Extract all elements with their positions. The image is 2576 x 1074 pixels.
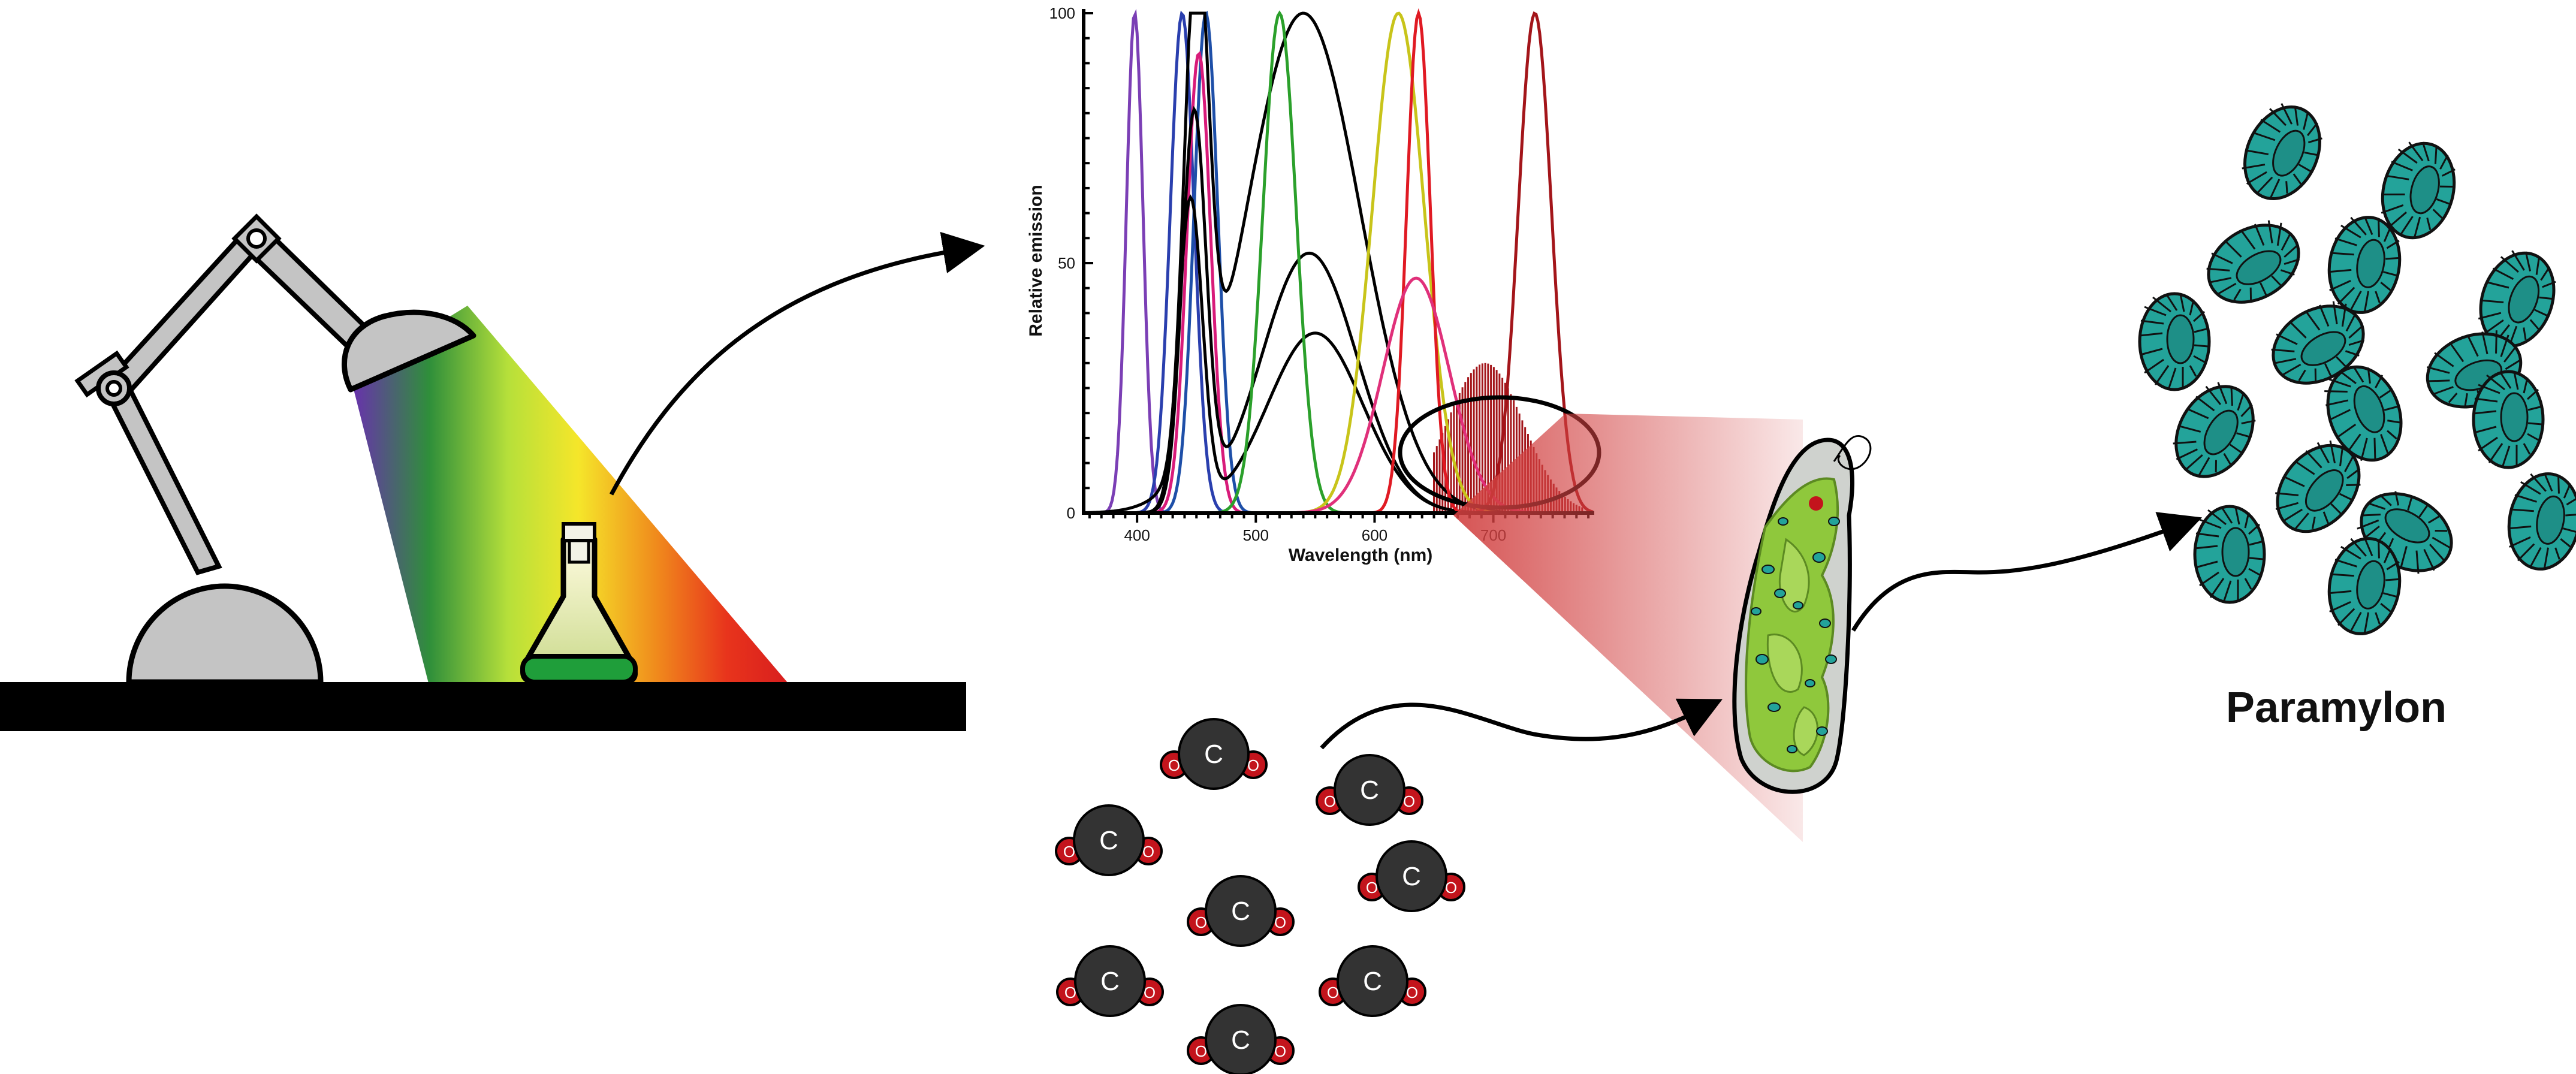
lamp-base [126, 583, 324, 685]
oxygen-label: O [1063, 843, 1075, 861]
oxygen-label: O [1403, 792, 1415, 810]
light-beam [351, 306, 788, 683]
oxygen-label: O [1168, 756, 1180, 774]
co2-molecules: O O C O O C O O C O O C O O C O O C O O C O O C [1055, 718, 1465, 1074]
oxygen-label: O [1195, 1042, 1207, 1060]
carbon-label: C [1231, 897, 1250, 926]
paramylon-label: Paramylon [2226, 684, 2447, 732]
paramylon-granule [2502, 468, 2576, 575]
oxygen-label: O [1445, 879, 1457, 897]
flagellum [1833, 435, 1872, 470]
paramylon-granule [2140, 294, 2209, 390]
oxygen-label: O [1142, 843, 1154, 861]
oxygen-label: O [1274, 1042, 1286, 1060]
carbon-atom [1073, 804, 1145, 876]
flask-icon [520, 522, 638, 685]
carbon-atom [1074, 945, 1146, 1017]
oxygen-label: O [1327, 984, 1339, 1001]
carbon-label: C [1099, 826, 1118, 855]
paramylon-granule [2231, 95, 2334, 211]
oxygen-label: O [1247, 756, 1259, 774]
x-tick-label: 500 [1243, 526, 1269, 544]
carbon-atom [1205, 875, 1277, 947]
y-tick-label: 100 [1049, 4, 1075, 22]
oxygen-label: O [1144, 984, 1156, 1001]
carbon-label: C [1363, 967, 1382, 996]
oxygen-label: O [1274, 913, 1286, 931]
carbon-atom [1376, 840, 1447, 912]
oxygen-label: O [1324, 792, 1336, 810]
carbon-label: C [1402, 862, 1421, 891]
oxygen-label: O [1406, 984, 1418, 1001]
x-tick-label: 600 [1362, 526, 1387, 544]
x-tick-label: 400 [1124, 526, 1150, 544]
arrow-co2-to-cell [1320, 698, 1723, 750]
lamp-head [341, 309, 476, 393]
oxygen-label: O [1195, 913, 1207, 931]
carbon-label: C [1231, 1025, 1250, 1055]
paramylon-granule [2474, 372, 2543, 467]
oxygen-label: O [1366, 879, 1378, 897]
lamp-arm [74, 213, 387, 575]
y-tick-label: 0 [1067, 504, 1075, 522]
arrow-light-to-spectrum [609, 231, 985, 496]
carbon-atom [1337, 945, 1408, 1017]
y-tick-label: 50 [1058, 254, 1075, 272]
carbon-atom [1178, 718, 1250, 790]
paramylon-granules [2140, 95, 2576, 639]
carbon-label: C [1360, 776, 1379, 805]
arrow-cell-to-paramylon [1851, 512, 2203, 632]
carbon-label: C [1204, 740, 1223, 769]
lamp-scene [0, 213, 966, 731]
oxygen-label: O [1064, 984, 1076, 1001]
euglena-cell [1732, 435, 1872, 794]
paramylon-granule [2195, 506, 2264, 602]
table [0, 682, 966, 731]
y-axis-title: Relative emission [1026, 185, 1046, 336]
carbon-atom [1334, 754, 1405, 826]
carbon-atom [1205, 1004, 1277, 1074]
paramylon-granule [2195, 210, 2313, 318]
x-axis-title: Wavelength (nm) [1289, 545, 1433, 565]
flask-liquid [520, 654, 638, 684]
carbon-label: C [1100, 967, 1120, 996]
arrows [609, 231, 2203, 750]
